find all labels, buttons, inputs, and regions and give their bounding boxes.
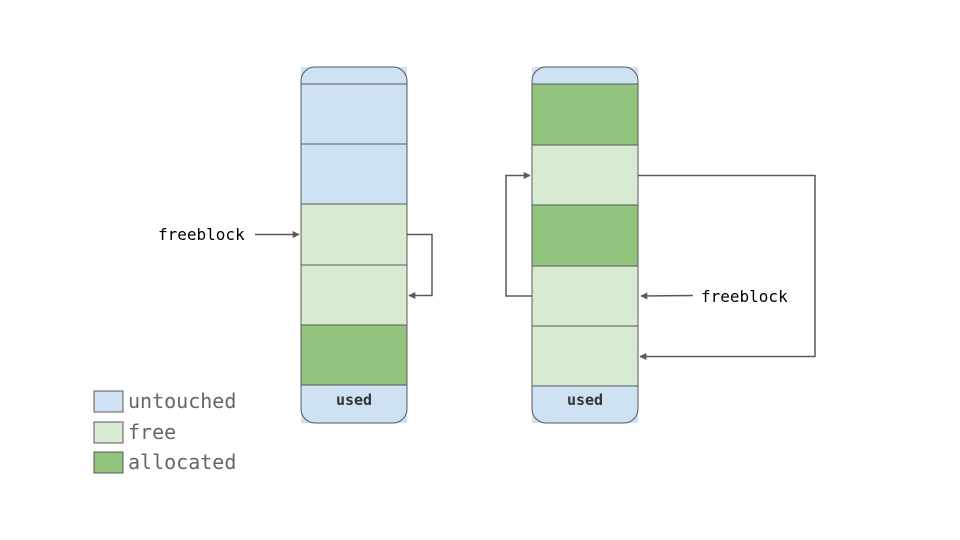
block-left-footer-label: used <box>336 391 372 409</box>
legend-swatch-free <box>93 421 124 444</box>
block-right-slot-4 <box>532 266 638 326</box>
block-right-next-pointer-arrow-b <box>638 174 816 360</box>
block-left-freeblock-label: freeblock <box>158 225 245 244</box>
block-right-outline <box>531 66 639 424</box>
block-left-slot-5 <box>301 325 407 385</box>
legend-label-allocated: allocated <box>128 450 236 474</box>
block-right-next-pointer-arrow-a <box>505 172 532 297</box>
block-right-footer <box>532 386 638 423</box>
block-right-dividers <box>532 83 638 387</box>
legend: untouched free allocated <box>93 389 236 474</box>
block-left-slot-1 <box>301 84 407 144</box>
block-right-slot-2 <box>532 145 638 205</box>
block-right-slot-1 <box>532 84 638 145</box>
block-right-slot-3 <box>532 205 638 266</box>
block-right-header <box>532 67 638 85</box>
block-left-outline <box>300 66 408 424</box>
block-left-header <box>301 67 407 85</box>
block-left-dividers <box>301 83 407 386</box>
block-right-freeblock-label: freeblock <box>701 287 788 306</box>
block-right-footer-label: used <box>567 391 603 409</box>
block-right-slot-5 <box>532 326 638 386</box>
legend-swatch-untouched <box>93 390 124 413</box>
block-left-next-pointer-arrow <box>407 233 433 299</box>
block-left-slot-2 <box>301 144 407 204</box>
block-right-freeblock-arrow <box>640 292 694 300</box>
block-left-slot-3 <box>301 204 407 265</box>
block-right: used freeblock <box>505 66 816 424</box>
legend-swatch-allocated <box>93 451 124 474</box>
legend-label-free: free <box>128 420 176 444</box>
legend-label-untouched: untouched <box>128 389 236 413</box>
block-left-slot-4 <box>301 265 407 325</box>
block-left: used freeblock <box>158 66 433 424</box>
block-left-footer <box>301 385 407 423</box>
